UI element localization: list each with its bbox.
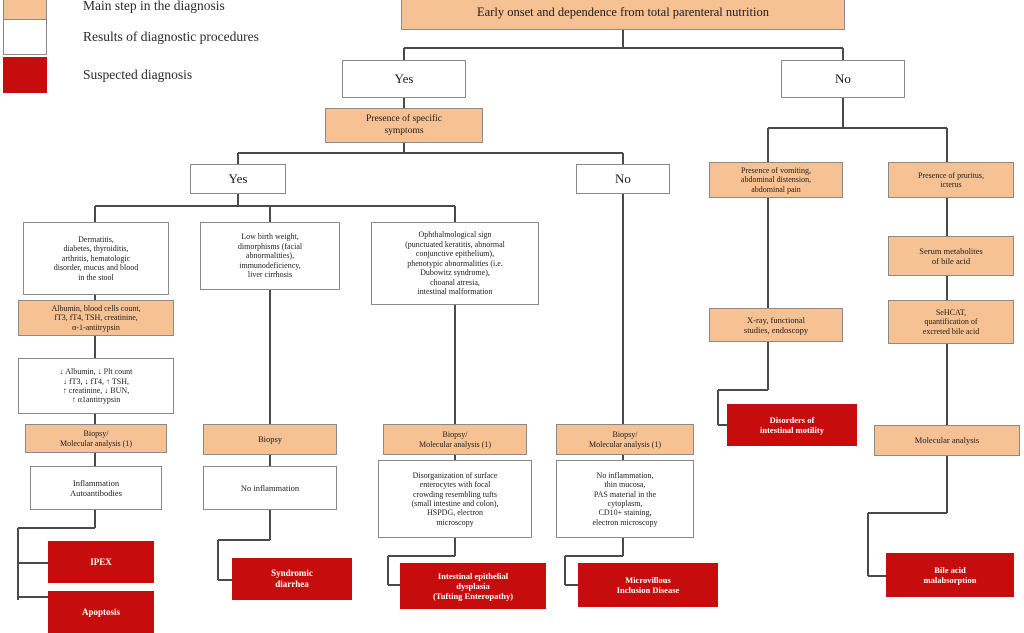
node-col3-histology[interactable]: Disorganization of surface enterocytes w… bbox=[378, 460, 532, 538]
legend-swatch-result bbox=[3, 19, 47, 55]
node-diagnosis-syndromic-diarrhea[interactable]: Syndromic diarrhea bbox=[232, 558, 352, 600]
legend-label-step: Main step in the diagnosis bbox=[83, 0, 225, 13]
node-diagnosis-bile-acid-malabsorption[interactable]: Bile acid malabsorption bbox=[886, 553, 1014, 597]
node-col2-biopsy[interactable]: Biopsy bbox=[203, 424, 337, 455]
node-col1-lab-results[interactable]: ↓ Albumin, ↓ Plt count ↓ fT3, ↓ fT4, ↑ T… bbox=[18, 358, 174, 414]
node-diagnosis-intestinal-motility[interactable]: Disorders of intestinal motility bbox=[727, 404, 857, 446]
node-col2-symptoms[interactable]: Low birth weight, dimorphisms (facial ab… bbox=[200, 222, 340, 290]
legend-item-diagnosis: Suspected diagnosis bbox=[3, 57, 192, 93]
node-col3-biopsy[interactable]: Biopsy/ Molecular analysis (1) bbox=[383, 424, 527, 455]
node-no-top[interactable]: No bbox=[781, 60, 905, 98]
node-col5-imaging[interactable]: X-ray, functional studies, endoscopy bbox=[709, 308, 843, 342]
node-col3-symptoms[interactable]: Ophthalmological sign (punctuated kerati… bbox=[371, 222, 539, 305]
node-no-second[interactable]: No bbox=[576, 164, 670, 194]
diagram-canvas: Main step in the diagnosis Results of di… bbox=[3, 0, 1020, 633]
node-presence-specific-symptoms[interactable]: Presence of specific symptoms bbox=[325, 108, 483, 143]
node-col6-molecular-analysis[interactable]: Molecular analysis bbox=[874, 425, 1020, 456]
node-col5-symptoms[interactable]: Presence of vomiting, abdominal distensi… bbox=[709, 162, 843, 198]
node-yes-second[interactable]: Yes bbox=[190, 164, 286, 194]
node-yes-top[interactable]: Yes bbox=[342, 60, 466, 98]
legend-label-diagnosis: Suspected diagnosis bbox=[83, 67, 193, 82]
node-diagnosis-microvillous-inclusion[interactable]: Microvillous Inclusion Disease bbox=[578, 563, 718, 607]
node-col2-no-inflammation[interactable]: No inflammation bbox=[203, 466, 337, 510]
node-col1-labs[interactable]: Albumin, blood cells count, fT3, fT4, TS… bbox=[18, 300, 174, 336]
node-col6-symptoms[interactable]: Presence of pruritus, icterus bbox=[888, 162, 1014, 198]
node-col1-biopsy[interactable]: Biopsy/ Molecular analysis (1) bbox=[25, 424, 167, 453]
legend-item-result: Results of diagnostic procedures bbox=[3, 19, 259, 55]
connector-lines bbox=[17, 30, 948, 600]
legend-label-result: Results of diagnostic procedures bbox=[83, 29, 259, 44]
node-diagnosis-apoptosis[interactable]: Apoptosis bbox=[48, 591, 154, 633]
node-col4-biopsy[interactable]: Biopsy/ Molecular analysis (1) bbox=[556, 424, 694, 455]
legend-swatch-diagnosis bbox=[3, 57, 47, 93]
node-col6-serum-metabolites[interactable]: Serum metabolites of bile acid bbox=[888, 236, 1014, 276]
node-col6-sehcat[interactable]: SeHCAT, quantification of excreted bile … bbox=[888, 300, 1014, 344]
node-diagnosis-tufting-enteropathy[interactable]: Intestinal epithelial dysplasia (Tufting… bbox=[400, 563, 546, 609]
node-col1-symptoms[interactable]: Dermatitis, diabetes, thyroiditis, arthr… bbox=[23, 222, 169, 295]
node-root[interactable]: Early onset and dependence from total pa… bbox=[401, 0, 845, 30]
node-col1-inflammation[interactable]: Inflammation Autoantibodies bbox=[30, 466, 162, 510]
node-diagnosis-ipex[interactable]: IPEX bbox=[48, 541, 154, 583]
node-col4-histology[interactable]: No inflammation, thin mucosa, PAS materi… bbox=[556, 460, 694, 538]
